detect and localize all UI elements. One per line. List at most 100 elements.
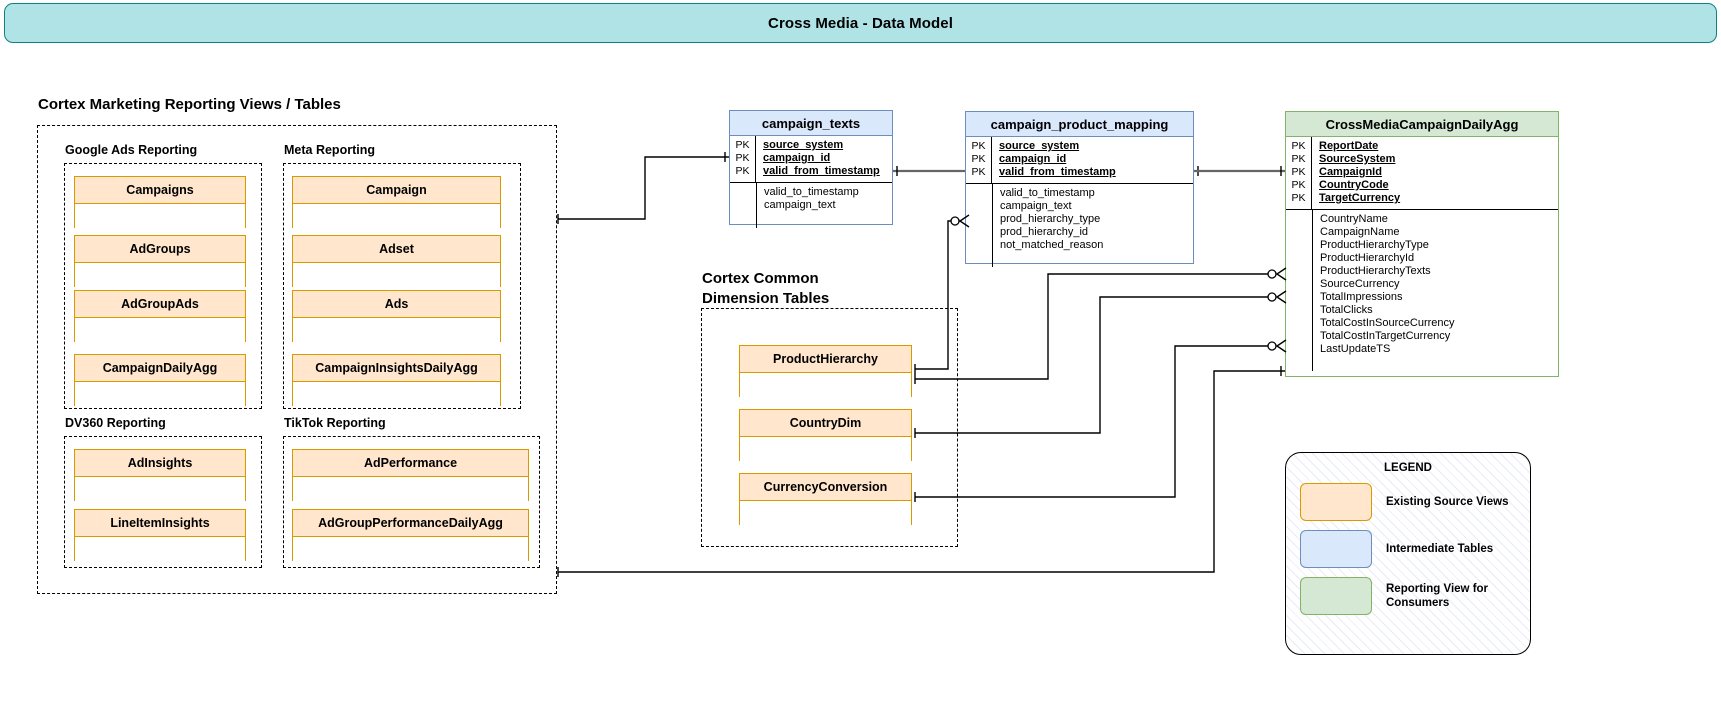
entity-field: prod_hierarchy_type <box>1000 213 1101 225</box>
group-box-google-ads <box>64 163 262 409</box>
entity-field: CountryCode <box>1319 179 1389 191</box>
source-table-body <box>293 537 528 563</box>
group-label-meta: Meta Reporting <box>284 143 375 157</box>
entity-field: not_matched_reason <box>1000 239 1104 251</box>
source-table-body <box>75 204 245 230</box>
entity-field: campaign_id <box>763 152 831 164</box>
source-table-body <box>75 318 245 344</box>
entity-attr-section: CountryName CampaignName ProductHierarch… <box>1286 209 1558 371</box>
entity-field: valid_from_timestamp <box>763 165 880 177</box>
source-table-body <box>293 382 500 408</box>
entity-key-column-empty <box>1286 210 1313 371</box>
source-table-title: Ads <box>293 291 500 318</box>
source-table-title: AdGroups <box>75 236 245 263</box>
source-table-adgroupperformancedailyagg[interactable]: AdGroupPerformanceDailyAgg <box>292 509 529 563</box>
entity-field: prod_hierarchy_id <box>1000 226 1089 238</box>
entity-field: campaign_id <box>999 153 1067 165</box>
entity-campaign-product-mapping[interactable]: campaign_product_mapping PK PK PK source… <box>965 111 1194 267</box>
dimension-table-title: ProductHierarchy <box>740 346 911 373</box>
dimension-heading-line2: Dimension Tables <box>702 290 830 307</box>
entity-attr-fields: CountryName CampaignName ProductHierarch… <box>1313 210 1558 371</box>
entity-field: TotalClicks <box>1320 304 1373 316</box>
entity-key-section: PK PK PK source_system campaign_id valid… <box>730 136 892 182</box>
dimension-table-body <box>740 437 911 463</box>
source-table-adperformance[interactable]: AdPerformance <box>292 449 529 503</box>
legend-item-reporting-view: Reporting View for Consumers <box>1286 577 1530 615</box>
source-table-campaigninsightsdailyagg[interactable]: CampaignInsightsDailyAgg <box>292 354 501 408</box>
crowfoot-circle-mapping <box>950 216 960 226</box>
entity-attr-section: valid_to_timestamp campaign_text prod_hi… <box>966 183 1193 267</box>
source-table-body <box>75 477 245 503</box>
dimension-table-title: CurrencyConversion <box>740 474 911 501</box>
source-table-ads[interactable]: Ads <box>292 290 501 344</box>
source-table-title: CampaignDailyAgg <box>75 355 245 382</box>
crowfoot-circle-ph <box>1267 269 1277 279</box>
entity-key-section: PK PK PK PK PK ReportDate SourceSystem C… <box>1286 137 1558 209</box>
dimension-table-producthierarchy[interactable]: ProductHierarchy <box>739 345 912 399</box>
connector-countrydim-to-crossmedia <box>915 296 1268 434</box>
source-table-adset[interactable]: Adset <box>292 235 501 289</box>
entity-key-column: PK PK PK PK PK <box>1286 137 1312 209</box>
connector-sources-to-campaign-texts <box>558 156 729 220</box>
source-table-adgroups[interactable]: AdGroups <box>74 235 246 289</box>
key-marker: PK <box>735 165 750 177</box>
entity-title: CrossMediaCampaignDailyAgg <box>1286 112 1558 137</box>
source-table-lineiteminsights[interactable]: LineItemInsights <box>74 509 246 563</box>
entity-field: source_system <box>999 140 1080 152</box>
source-table-campaigndailyagg[interactable]: CampaignDailyAgg <box>74 354 246 408</box>
dimension-table-countrydim[interactable]: CountryDim <box>739 409 912 463</box>
source-table-title: LineItemInsights <box>75 510 245 537</box>
key-marker: PK <box>971 153 986 165</box>
legend-swatch-orange <box>1300 483 1372 521</box>
dimension-heading-line1: Cortex Common <box>702 270 819 287</box>
source-table-title: AdPerformance <box>293 450 528 477</box>
source-table-body <box>75 537 245 563</box>
entity-field: valid_to_timestamp <box>1000 187 1095 199</box>
entity-field: CampaignName <box>1320 226 1400 238</box>
entity-key-fields: source_system campaign_id valid_from_tim… <box>992 137 1193 183</box>
key-marker: PK <box>735 139 750 151</box>
key-marker: PK <box>1291 140 1306 152</box>
reporting-views-container <box>37 125 557 594</box>
entity-field: LastUpdateTS <box>1320 343 1391 355</box>
entity-attr-section: valid_to_timestamp campaign_text <box>730 182 892 228</box>
dimension-section-heading: Cortex Common Dimension Tables <box>702 269 829 309</box>
source-table-campaigns[interactable]: Campaigns <box>74 176 246 230</box>
entity-field: campaign_text <box>1000 200 1072 212</box>
source-table-title: Adset <box>293 236 500 263</box>
legend-item-existing-source-views: Existing Source Views <box>1286 483 1530 521</box>
entity-field: ReportDate <box>1319 140 1379 152</box>
source-table-body <box>293 477 528 503</box>
entity-field: SourceCurrency <box>1320 278 1400 290</box>
source-table-adgroupads[interactable]: AdGroupAds <box>74 290 246 344</box>
entity-key-column: PK PK PK <box>966 137 992 183</box>
entity-key-column-empty <box>730 183 757 228</box>
entity-attr-fields: valid_to_timestamp campaign_text prod_hi… <box>993 184 1193 267</box>
source-table-adinsights[interactable]: AdInsights <box>74 449 246 503</box>
entity-field: source_system <box>763 139 844 151</box>
entity-field: TotalImpressions <box>1320 291 1403 303</box>
source-table-title: AdGroupPerformanceDailyAgg <box>293 510 528 537</box>
entity-title: campaign_product_mapping <box>966 112 1193 137</box>
entity-key-fields: source_system campaign_id valid_from_tim… <box>756 136 892 182</box>
dimension-table-body <box>740 501 911 527</box>
source-table-body <box>293 263 500 289</box>
source-table-campaign[interactable]: Campaign <box>292 176 501 230</box>
legend-swatch-blue <box>1300 530 1372 568</box>
key-marker: PK <box>971 166 986 178</box>
source-table-title: CampaignInsightsDailyAgg <box>293 355 500 382</box>
group-box-meta <box>283 163 521 409</box>
entity-field: TargetCurrency <box>1319 192 1401 204</box>
dimension-table-currencyconversion[interactable]: CurrencyConversion <box>739 473 912 527</box>
group-box-tiktok <box>283 436 540 568</box>
legend-panel: LEGEND Existing Source Views Intermediat… <box>1285 452 1531 655</box>
entity-attr-fields: valid_to_timestamp campaign_text <box>757 183 892 228</box>
entity-crossmediacampaigndailyagg[interactable]: CrossMediaCampaignDailyAgg PK PK PK PK P… <box>1285 111 1559 377</box>
entity-field: TotalCostInSourceCurrency <box>1320 317 1455 329</box>
source-table-title: AdGroupAds <box>75 291 245 318</box>
group-label-google-ads: Google Ads Reporting <box>65 143 198 157</box>
group-box-dv360 <box>64 436 262 568</box>
entity-campaign-texts[interactable]: campaign_texts PK PK PK source_system ca… <box>729 110 893 228</box>
page-title: Cross Media - Data Model <box>768 14 953 32</box>
entity-field: ProductHierarchyType <box>1320 239 1429 251</box>
